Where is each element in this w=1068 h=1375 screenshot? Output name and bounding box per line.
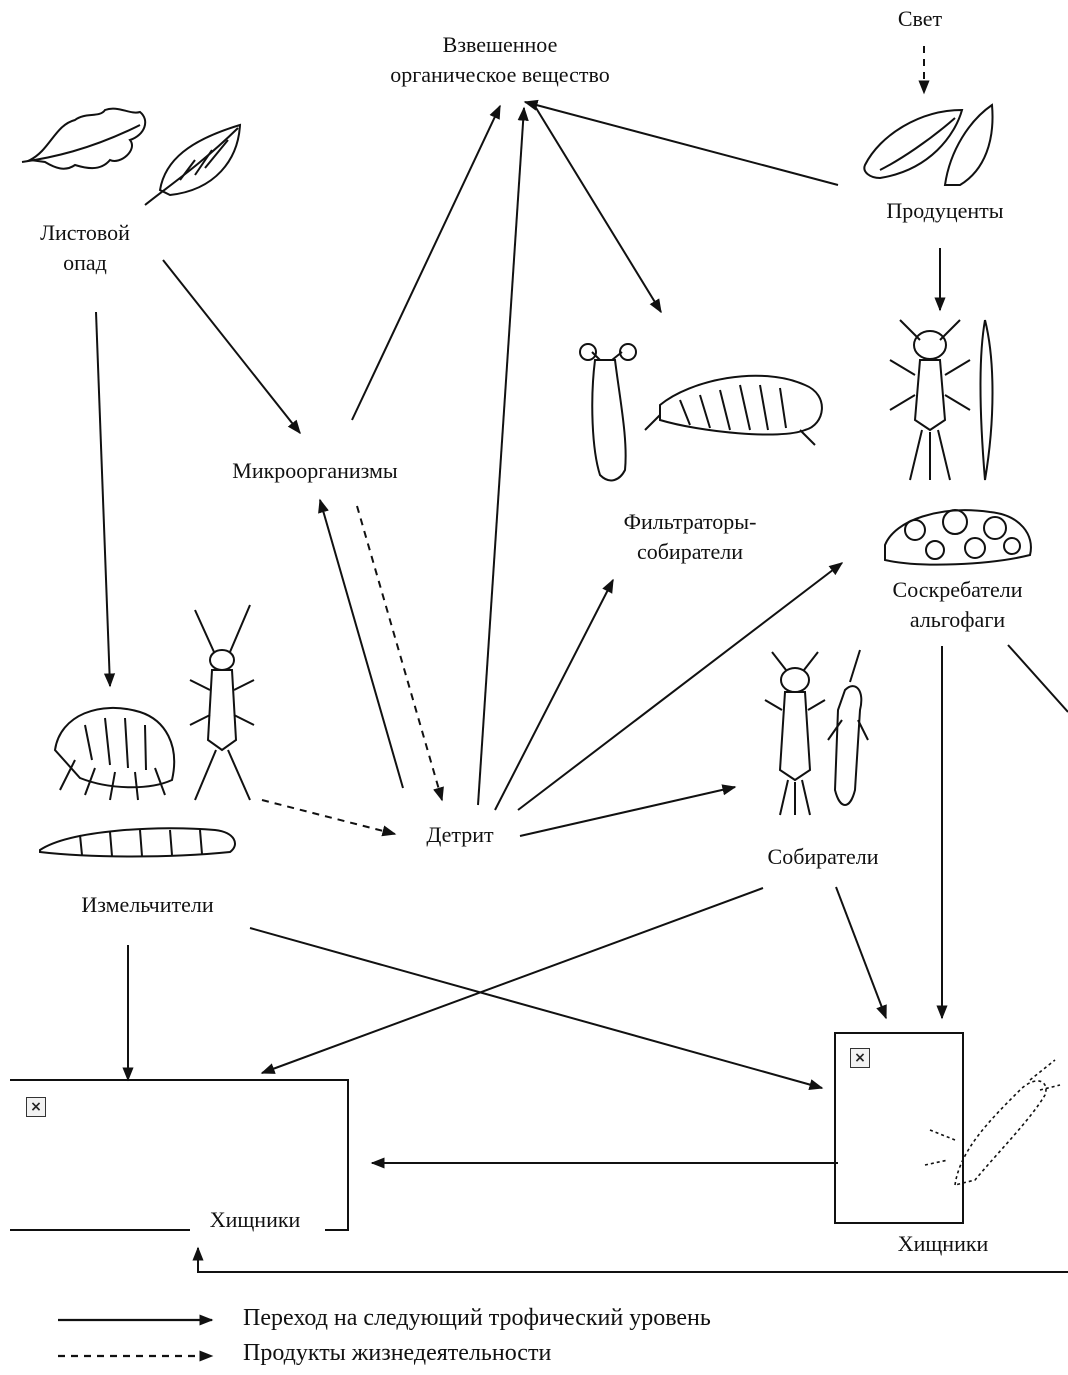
producers-icon: [864, 105, 992, 185]
leaf-litter-line-2: опад: [10, 248, 160, 278]
shredder-amphipod-icon: [55, 708, 174, 800]
filterers-line-1: Фильтраторы-: [590, 507, 790, 537]
legend-dashed-label: Продукты жизнедеятельности: [243, 1340, 551, 1367]
scrapers-label: Соскребатели альгофаги: [865, 575, 1050, 635]
gatherer-larva-icon: [828, 650, 868, 805]
leaf-litter-line-1: Листовой: [10, 218, 160, 248]
suspended-matter-line-1: Взвешенное: [360, 30, 640, 60]
shredder-stonefly-icon: [190, 605, 254, 800]
predators-right-label: Хищники: [878, 1229, 1008, 1259]
shredder-larva-icon: [40, 828, 235, 856]
broken-image-icon: ×: [26, 1097, 46, 1117]
predators-left-label: Хищники: [190, 1205, 320, 1235]
predator-larva-icon: [925, 1060, 1060, 1185]
filterers-line-2: собиратели: [590, 537, 790, 567]
filterers-label: Фильтраторы- собиратели: [590, 507, 790, 567]
suspended-matter-label: Взвешенное органическое вещество: [360, 30, 640, 90]
broken-image-icon: ×: [850, 1048, 870, 1068]
filter-feeder-icon: [580, 344, 822, 480]
scrapers-line-2: альгофаги: [865, 605, 1050, 635]
leaf-litter-icon: [22, 109, 240, 205]
mayfly-nymph-icon: [890, 320, 993, 480]
light-label: Свет: [880, 4, 960, 34]
gatherer-mayfly-icon: [765, 652, 825, 815]
detritus-label: Детрит: [400, 820, 520, 850]
suspended-matter-line-2: органическое вещество: [360, 60, 640, 90]
microorganisms-label: Микроорганизмы: [205, 456, 425, 486]
producers-label: Продуценты: [860, 196, 1030, 226]
legend-solid-label: Переход на следующий трофический уровень: [243, 1305, 711, 1332]
scrapers-line-1: Соскребатели: [865, 575, 1050, 605]
gatherers-label: Собиратели: [738, 842, 908, 872]
leaf-litter-label: Листовой опад: [10, 218, 160, 278]
shredders-label: Измельчители: [55, 890, 240, 920]
scraper-case-icon: [885, 510, 1031, 565]
